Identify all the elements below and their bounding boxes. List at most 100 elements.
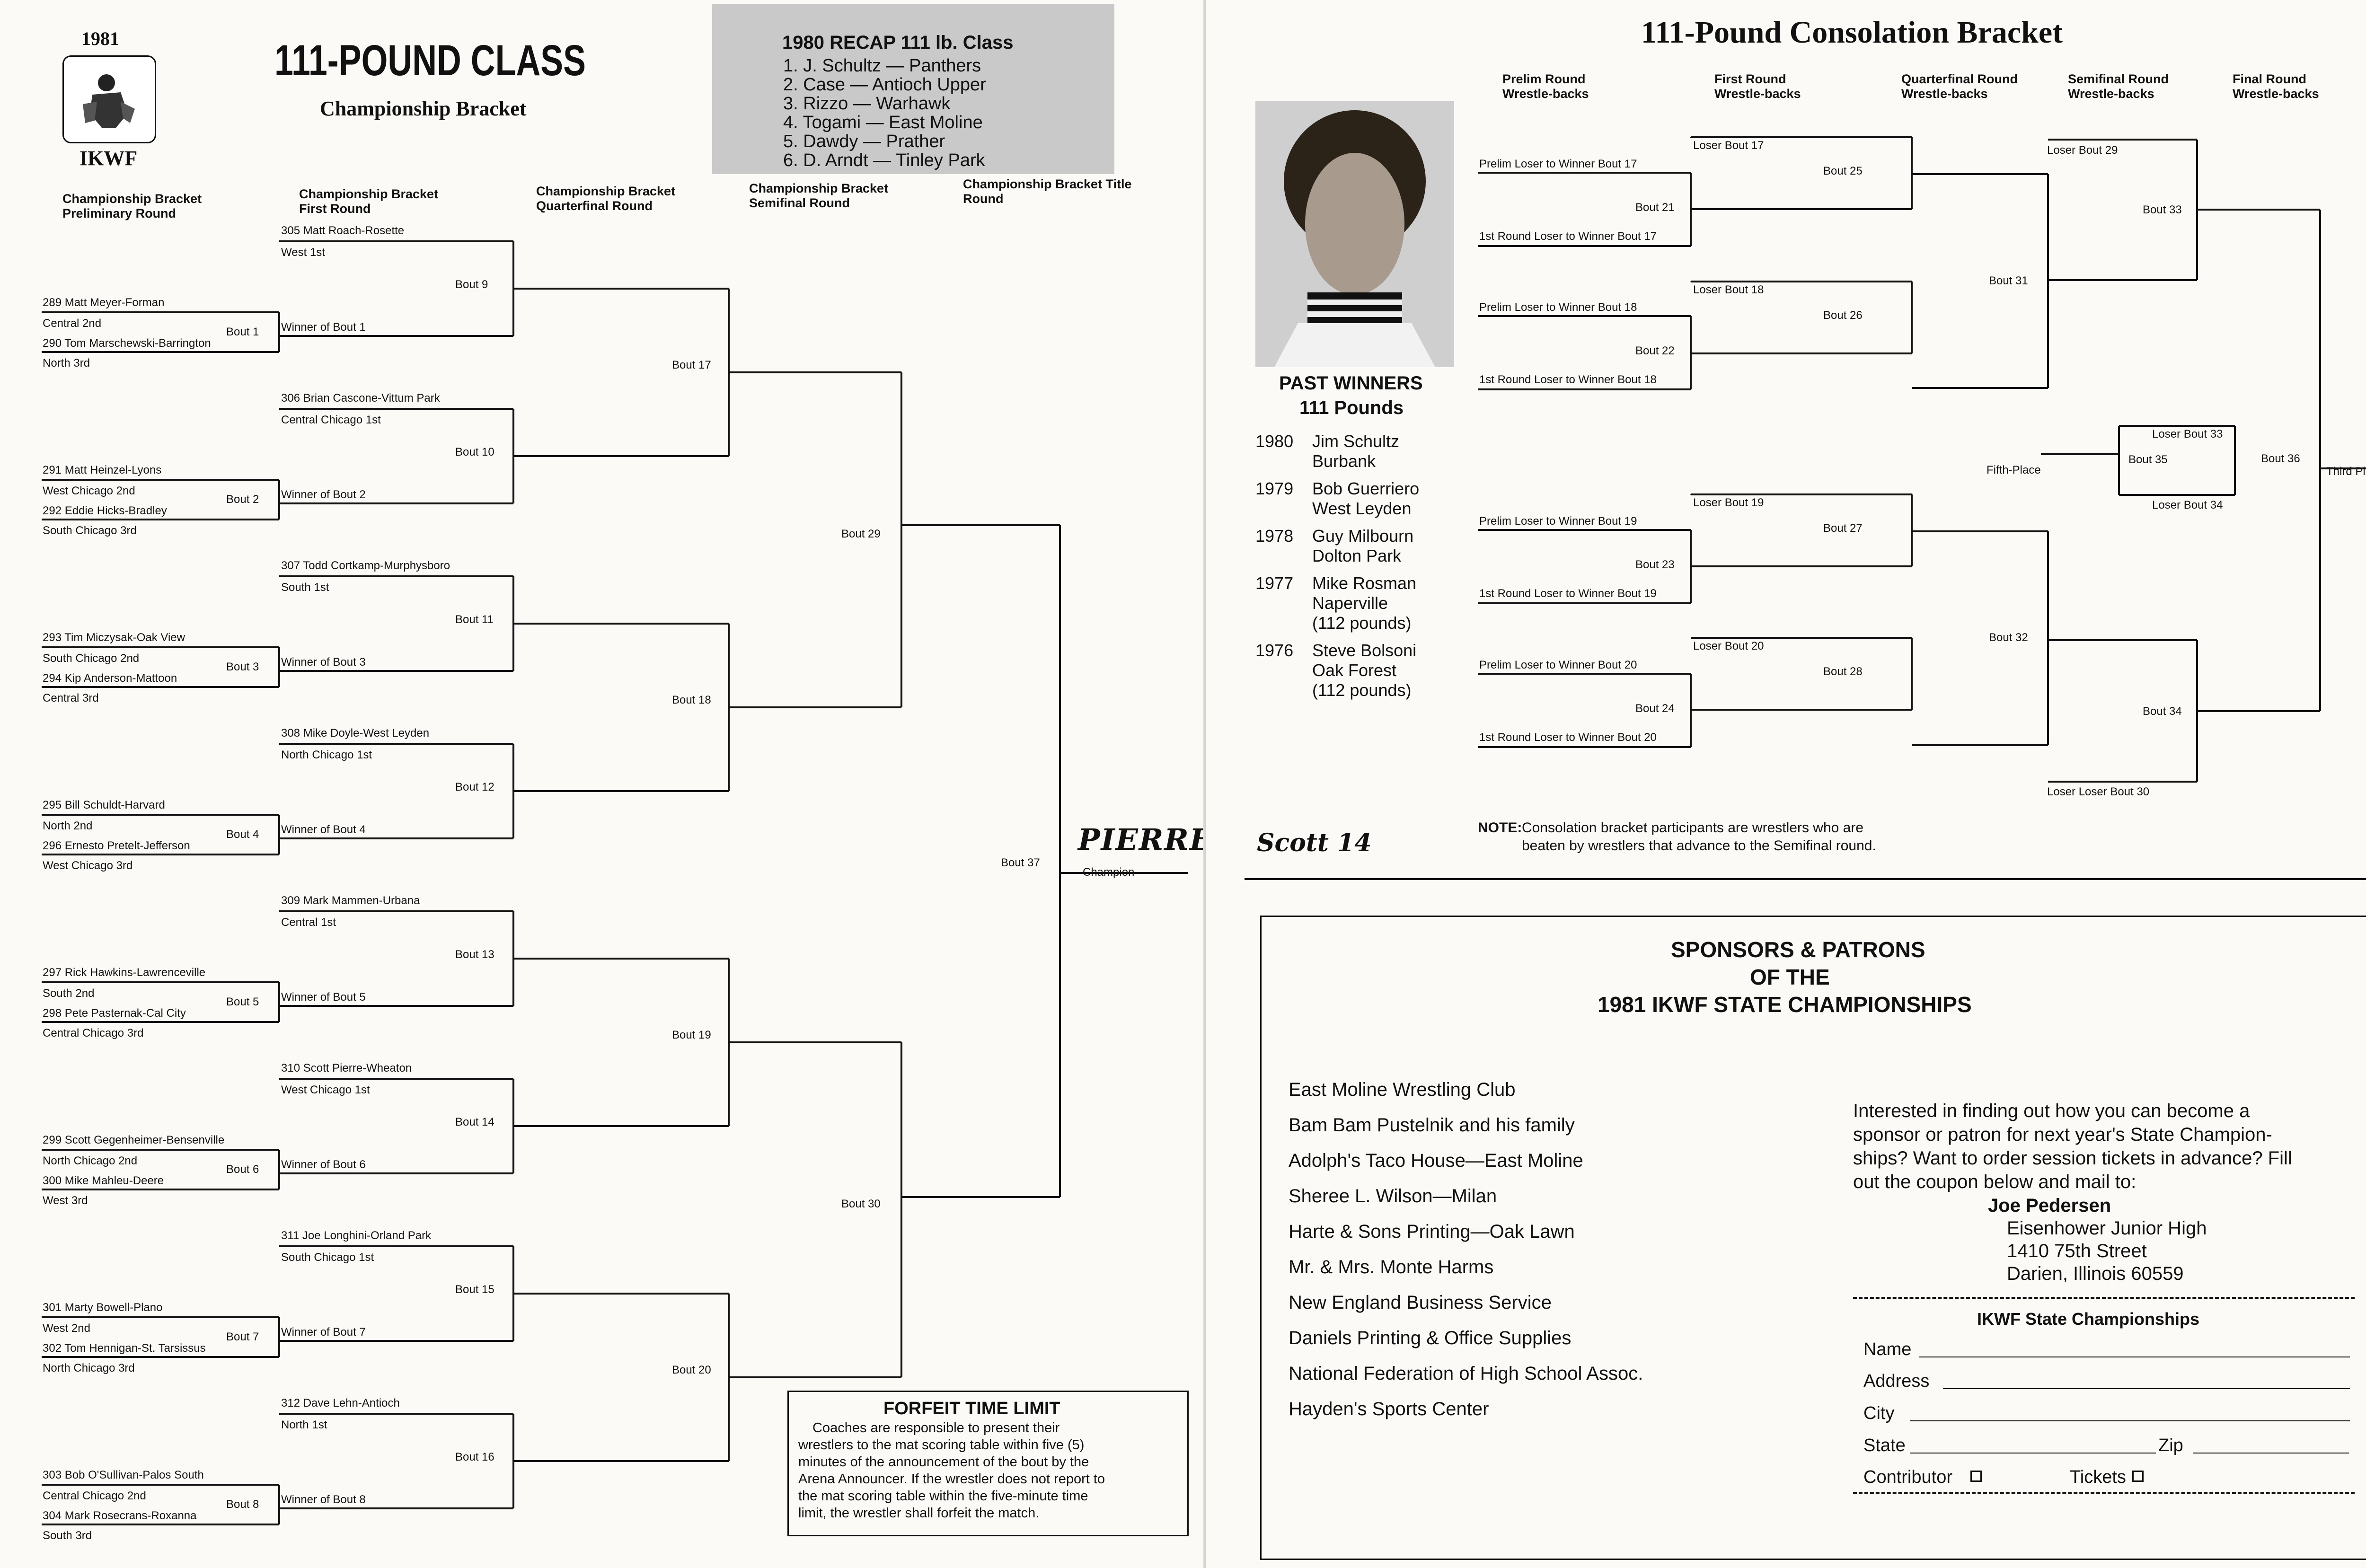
bout-label: Bout 26 [1823, 309, 1863, 322]
consolation-feed-label: Loser Bout 17 [1693, 139, 1764, 152]
note-line: Consolation bracket participants are wre… [1522, 820, 1864, 836]
wrestler-portrait-icon [1255, 101, 1454, 367]
wrestler-name: 302 Tom Hennigan-St. Tarsissus [43, 1342, 206, 1355]
past-winner-year: 1977 [1255, 573, 1294, 593]
bout-label: Bout 1 [226, 326, 259, 338]
consolation-slot-label: Prelim Loser to Winner Bout 19 [1479, 515, 1637, 528]
cons-col-header-first: First Round Wrestle-backs [1714, 72, 1801, 101]
winner-of-label: Winner of Bout 8 [281, 1493, 366, 1506]
wrestler-name: 312 Dave Lehn-Antioch [281, 1397, 400, 1409]
sponsor-info-line: sponsor or patron for next year's State … [1853, 1124, 2272, 1145]
coupon-field-label: State [1863, 1436, 1906, 1455]
wrestler-name: 291 Matt Heinzel-Lyons [43, 464, 162, 476]
coupon-field-input[interactable] [1943, 1388, 2350, 1389]
coupon-field-input[interactable] [1910, 1420, 2350, 1421]
wrestler-name: 292 Eddie Hicks-Bradley [43, 504, 167, 517]
col-header-first: Championship Bracket First Round [299, 187, 439, 216]
champion-handwritten: PIERRE [1078, 822, 1213, 857]
coupon-check-label: Contributor [1863, 1467, 1952, 1487]
sponsor-name: Adolph's Taco House—East Moline [1289, 1150, 1583, 1171]
wrestler-name: 303 Bob O'Sullivan-Palos South [43, 1469, 204, 1481]
cons-col-header-semi: Semifinal Round Wrestle-backs [2068, 72, 2169, 101]
wrestler-name: 311 Joe Longhini-Orland Park [281, 1229, 432, 1242]
bout-label: Bout 35 [2128, 453, 2168, 466]
wrestler-name: 308 Mike Doyle-West Leyden [281, 727, 430, 740]
past-winner-line: Mike Rosman [1312, 573, 1417, 593]
recap-item: 3. Rizzo — Warhawk [783, 94, 951, 114]
wrestler-name: 295 Bill Schuldt-Harvard [43, 799, 165, 811]
sponsor-info-line: ships? Want to order session tickets in … [1853, 1148, 2292, 1169]
wrestler-name: 304 Mark Rosecrans-Roxanna [43, 1509, 197, 1522]
coupon-bottom-border [1853, 1492, 2355, 1494]
wrestler-section: North 1st [281, 1418, 327, 1431]
consolation-feed-label: Loser Loser Bout 30 [2047, 785, 2150, 798]
bout-label: Bout 18 [672, 694, 711, 706]
past-winner-line: (112 pounds) [1312, 613, 1412, 633]
past-winner-line: Oak Forest [1312, 661, 1397, 680]
past-winner-line: Jim Schultz [1312, 432, 1400, 451]
left-page: 1981 IKWF 111-POUND CLASS Championship B… [42, 4, 1212, 1542]
consolation-feed-label: Loser Bout 19 [1693, 496, 1764, 509]
wrestler-section: West Chicago 3rd [43, 859, 133, 872]
sponsors-title: 1981 IKWF STATE CHAMPIONSHIPS [1598, 992, 1972, 1017]
bout-label: Bout 3 [226, 661, 259, 673]
consolation-slot-label: 1st Round Loser to Winner Bout 18 [1479, 373, 1657, 386]
wrestler-section: Central Chicago 2nd [43, 1489, 146, 1502]
sponsor-name: New England Business Service [1289, 1292, 1552, 1313]
wrestler-section: South 1st [281, 581, 329, 594]
bout-label: Bout 36 [2261, 452, 2300, 465]
winner-of-label: Winner of Bout 5 [281, 991, 366, 1004]
year-label: 1981 [81, 28, 119, 49]
sponsors-title: OF THE [1750, 965, 1830, 989]
past-winner-line: Naperville [1312, 593, 1388, 613]
past-winner-line: Guy Milbourn [1312, 526, 1414, 546]
coupon-field-label: Name [1863, 1339, 1912, 1359]
consolation-slot-label: Prelim Loser to Winner Bout 20 [1479, 659, 1637, 671]
past-winners-subtitle: 111 Pounds [1299, 397, 1404, 418]
bout-label: Bout 7 [226, 1330, 259, 1343]
wrestler-name: 309 Mark Mammen-Urbana [281, 894, 420, 907]
winner-of-label: Winner of Bout 4 [281, 823, 366, 836]
bout-label: Bout 34 [2143, 705, 2182, 718]
recap-item: 4. Togami — East Moline [783, 113, 983, 132]
wrestler-section: Central 3rd [43, 692, 99, 705]
tickets-checkbox[interactable] [2132, 1471, 2144, 1482]
wrestler-section: West 2nd [43, 1322, 90, 1335]
address-line: Darien, Illinois 60559 [2007, 1263, 2184, 1284]
bout-label: Bout 17 [672, 359, 711, 371]
wrestler-section: West 3rd [43, 1194, 88, 1207]
bout-label: Bout 8 [226, 1498, 259, 1511]
wrestler-section: North Chicago 2nd [43, 1154, 138, 1167]
consolation-feed-label: Loser Bout 34 [2152, 499, 2223, 511]
contributor-checkbox[interactable] [1970, 1471, 1982, 1482]
forfeit-line: minutes of the announcement of the bout … [798, 1454, 1089, 1470]
bout-label: Bout 19 [672, 1029, 711, 1041]
bout-label: Bout 32 [1989, 631, 2028, 644]
winner-of-label: Winner of Bout 3 [281, 656, 366, 669]
wrestler-name: 300 Mike Mahleu-Deere [43, 1174, 164, 1187]
coupon-top-border [1853, 1297, 2355, 1299]
wrestler-section: Central 1st [281, 916, 336, 929]
forfeit-box: FORFEIT TIME LIMIT Coaches are responsib… [787, 1391, 1189, 1536]
consolation-feed-label: Loser Bout 20 [1693, 640, 1764, 652]
wrestler-name: 305 Matt Roach-Rosette [281, 224, 405, 237]
wrestler-name: 298 Pete Pasternak-Cal City [43, 1007, 186, 1020]
divider [1245, 878, 2366, 880]
handwritten-note: Scott 14 [1257, 828, 1372, 857]
winner-of-label: Winner of Bout 1 [281, 321, 366, 334]
bout-label: Bout 23 [1635, 558, 1675, 571]
coupon-field-label: City [1863, 1403, 1895, 1423]
wrestler-section: Central Chicago 1st [281, 414, 381, 426]
consolation-feed-label: Loser Bout 29 [2047, 144, 2118, 157]
winner-of-label: Winner of Bout 2 [281, 488, 366, 501]
wrestler-name: 297 Rick Hawkins-Lawrenceville [43, 966, 206, 979]
bout-label: Bout 30 [841, 1198, 881, 1210]
past-winner-line: (112 pounds) [1312, 680, 1412, 700]
sponsor-name: Hayden's Sports Center [1289, 1399, 1489, 1419]
coupon-title: IKWF State Championships [1977, 1309, 2200, 1329]
wrestler-section: West Chicago 2nd [43, 484, 135, 497]
wrestler-figure-icon [83, 74, 135, 128]
wrestler-name: 296 Ernesto Pretelt-Jefferson [43, 839, 190, 852]
bout-label: Bout 21 [1635, 201, 1675, 214]
coupon-field-label: Zip [2158, 1436, 2183, 1455]
